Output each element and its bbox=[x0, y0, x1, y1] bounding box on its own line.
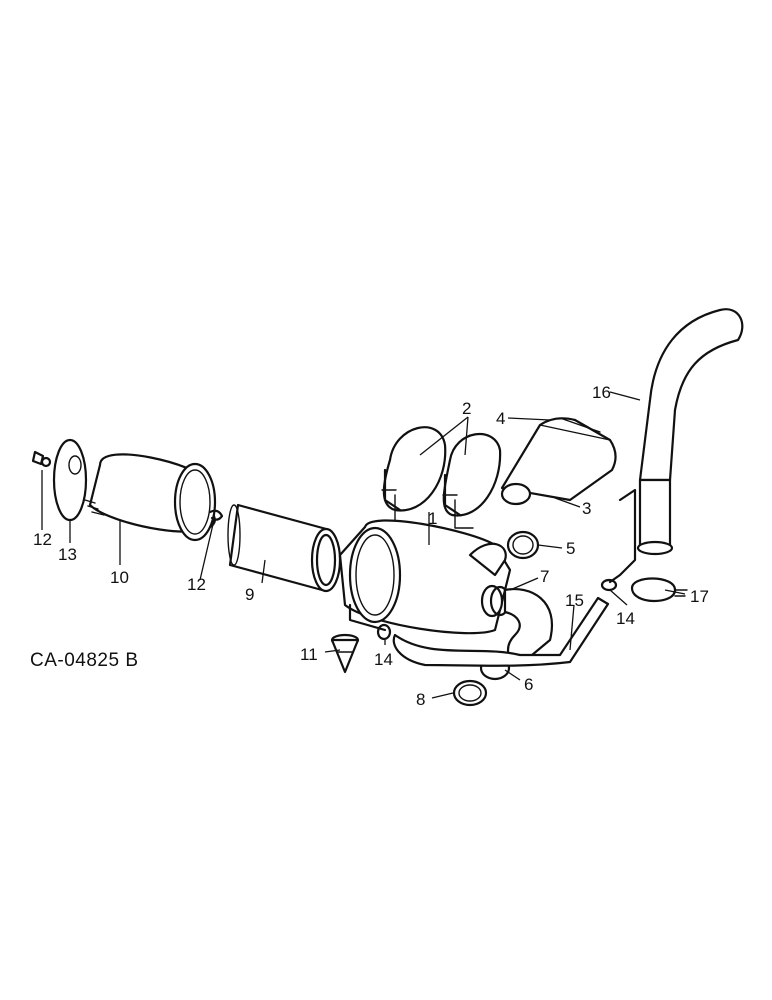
callout-14-right: 14 bbox=[616, 609, 635, 628]
part-7-hose-clamp bbox=[480, 584, 511, 618]
callout-14-left: 14 bbox=[374, 650, 393, 669]
part-16-exhaust-stack bbox=[608, 308, 744, 584]
callout-2: 2 bbox=[462, 399, 471, 418]
callout-16: 16 bbox=[592, 383, 611, 402]
callout-13: 13 bbox=[58, 545, 77, 564]
part-4-inlet-hood bbox=[500, 417, 617, 502]
callout-9: 9 bbox=[245, 585, 254, 604]
figure-reference-code: CA-04825 B bbox=[30, 650, 139, 671]
callout-12-left: 12 bbox=[33, 530, 52, 549]
part-15-aspirator-tube bbox=[392, 596, 610, 667]
part-1-air-cleaner-body bbox=[338, 519, 512, 635]
callout-1: 1 bbox=[428, 509, 437, 528]
part-9-filter-element bbox=[227, 503, 342, 593]
callout-11: 11 bbox=[300, 645, 318, 664]
callout-7: 7 bbox=[540, 567, 549, 586]
callout-labels: 1 2 3 4 5 6 7 8 9 10 11 12 12 13 14 14 1… bbox=[33, 383, 709, 709]
part-12-clip-right bbox=[208, 509, 224, 521]
part-3-inlet-elbow bbox=[500, 482, 532, 506]
callout-5: 5 bbox=[566, 539, 575, 558]
part-14-clamp-right bbox=[600, 578, 618, 592]
callout-4: 4 bbox=[496, 409, 505, 428]
callout-8: 8 bbox=[416, 690, 425, 709]
leader-lines bbox=[41, 391, 686, 699]
part-17-exhaust-clamp bbox=[630, 577, 688, 603]
callout-12-right: 12 bbox=[187, 575, 206, 594]
callout-17: 17 bbox=[690, 587, 709, 606]
part-13-end-cover bbox=[52, 438, 88, 522]
part-14-clamp-left bbox=[376, 623, 392, 641]
callout-15: 15 bbox=[565, 591, 584, 610]
part-12-wing-nut-left bbox=[31, 450, 52, 468]
callout-10: 10 bbox=[110, 568, 129, 587]
part-5-clamp bbox=[506, 530, 540, 560]
callout-6: 6 bbox=[524, 675, 533, 694]
part-11-dust-valve bbox=[330, 633, 360, 674]
part-8-clamp bbox=[452, 679, 488, 707]
callout-3: 3 bbox=[582, 499, 591, 518]
part-2-mounting-bands bbox=[381, 426, 502, 529]
part-10-outer-housing bbox=[84, 453, 217, 542]
